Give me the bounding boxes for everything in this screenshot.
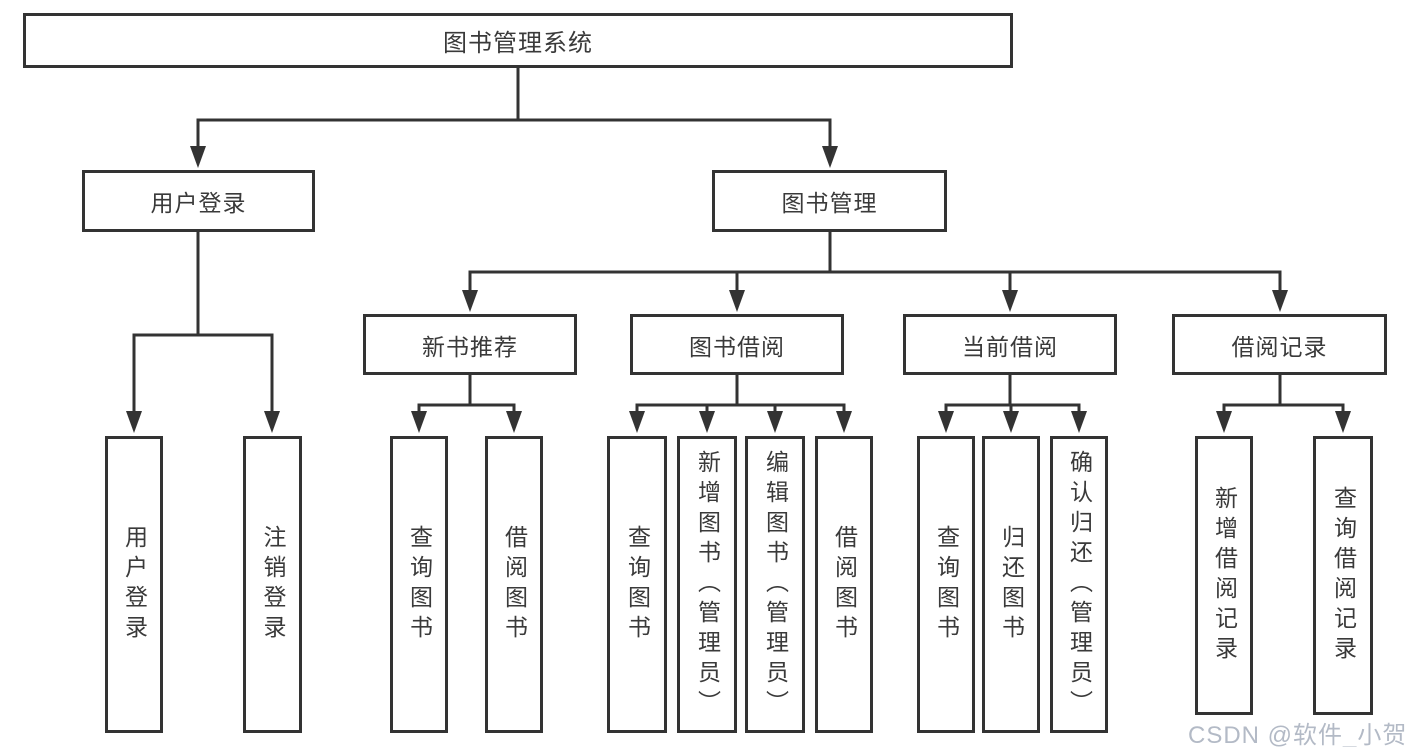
connector-borrow-records-children [1216, 373, 1351, 433]
node-label: 借阅图书 [831, 524, 858, 645]
node-new-book-recommend: 新书推荐 [363, 314, 577, 375]
node-label: 查询图书 [406, 524, 433, 645]
leaf-logout: 注销登录 [243, 436, 302, 733]
watermark: CSDN @软件_小贺同学 [1188, 722, 1405, 747]
node-label: 图书管理 [781, 190, 878, 216]
node-label: 用户登录 [121, 524, 148, 645]
leaf-current-return-books: 归还图书 [982, 436, 1040, 733]
node-book-management: 图书管理 [712, 170, 947, 232]
node-user-login: 用户登录 [82, 170, 315, 232]
leaf-borrow-add-book-admin: 新增图书（管理员） [677, 436, 737, 733]
node-library-system: 图书管理系统 [23, 13, 1013, 68]
node-label: 图书借阅 [689, 333, 785, 360]
connector-root-to-level2 [190, 66, 838, 168]
node-label: 查询图书 [624, 524, 651, 645]
connector-book-borrow-children [629, 373, 852, 433]
leaf-records-query-record: 查询借阅记录 [1313, 436, 1373, 715]
connector-new-book-children [411, 373, 522, 433]
node-label: 注销登录 [260, 524, 286, 645]
node-label: 借阅图书 [501, 524, 528, 645]
leaf-newrec-borrow-books: 借阅图书 [485, 436, 543, 733]
node-label: 查询图书 [933, 524, 960, 645]
leaf-user-login: 用户登录 [105, 436, 163, 733]
node-label: 编辑图书（管理员） [762, 449, 789, 720]
leaf-current-query-books: 查询图书 [917, 436, 975, 733]
node-label: 新增图书（管理员） [694, 449, 721, 720]
node-label: 当前借阅 [962, 333, 1058, 360]
node-book-borrowing: 图书借阅 [630, 314, 844, 375]
node-current-borrowing: 当前借阅 [903, 314, 1117, 375]
leaf-borrow-edit-book-admin: 编辑图书（管理员） [745, 436, 805, 733]
node-label: 借阅记录 [1231, 333, 1328, 360]
node-label: 确认归还（管理员） [1066, 449, 1093, 720]
leaf-newrec-query-books: 查询图书 [390, 436, 448, 733]
leaf-borrow-borrow-books: 借阅图书 [815, 436, 873, 733]
connector-current-borrow-children [938, 373, 1087, 433]
leaf-current-confirm-return-admin: 确认归还（管理员） [1050, 436, 1108, 733]
node-borrowing-records: 借阅记录 [1172, 314, 1387, 375]
node-label: 图书管理系统 [443, 30, 593, 57]
connector-book-mgmt-to-level3 [462, 230, 1288, 312]
leaf-records-add-record: 新增借阅记录 [1195, 436, 1253, 715]
node-label: 归还图书 [998, 524, 1025, 645]
node-label: 查询借阅记录 [1330, 485, 1357, 666]
leaf-borrow-query-books: 查询图书 [607, 436, 667, 733]
node-label: 新增借阅记录 [1211, 485, 1238, 666]
connector-user-login-children [126, 230, 280, 433]
node-label: 用户登录 [150, 190, 247, 216]
node-label: 新书推荐 [422, 333, 518, 360]
